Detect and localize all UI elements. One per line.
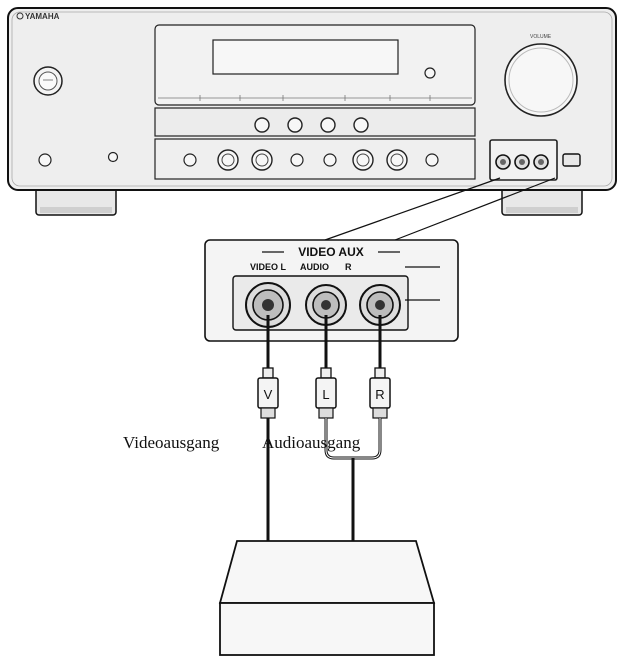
audio-l-jack-core [321, 300, 331, 310]
source-device [218, 540, 436, 656]
front-jack-audio-l-core [519, 159, 525, 165]
volume-label: VOLUME [530, 34, 552, 40]
plug-audio-l [315, 367, 337, 419]
audio-r-jack-core [375, 300, 385, 310]
memory-button [424, 67, 436, 79]
device-front [219, 602, 435, 656]
speakers-button [38, 153, 52, 167]
input-knob-1-inner [356, 153, 370, 167]
control-strip [154, 138, 476, 180]
device-top [218, 540, 436, 604]
tone-knob-2 [287, 117, 303, 133]
audio-output-caption: Audioausgang [262, 433, 361, 452]
control-knob-4 [425, 153, 439, 167]
right-foot-shade [506, 207, 578, 213]
audio-label: AUDIO [300, 262, 329, 272]
callout-line-left [324, 177, 501, 241]
selector-knob-1 [217, 149, 239, 171]
video-output-caption: Videoausgang [123, 433, 220, 452]
video-aux-panel: VIDEO AUX VIDEO L AUDIO R [204, 239, 459, 342]
control-knob-1 [183, 153, 197, 167]
input-knob-1 [352, 149, 374, 171]
front-jack-video-core [500, 159, 506, 165]
brand-logo-icon [16, 12, 24, 20]
tone-knob-1 [254, 117, 270, 133]
tone-strip [154, 107, 476, 137]
display-window [212, 39, 399, 75]
cables: V L R [257, 315, 391, 545]
selector-knob-1-inner [221, 153, 235, 167]
av-receiver: YAMAHA [7, 7, 617, 216]
selector-knob-2 [251, 149, 273, 171]
aux-panel-title: VIDEO AUX [298, 245, 364, 259]
receiver-inner-edge [11, 11, 613, 187]
video-jack-core [262, 299, 274, 311]
plate-decor-lines [405, 266, 440, 301]
brand-label: YAMAHA [25, 12, 60, 21]
volume-knob-ring [508, 47, 574, 113]
volume-knob [504, 43, 578, 117]
input-knob-2-inner [390, 153, 404, 167]
plug-video [257, 367, 279, 419]
left-foot-shade [40, 207, 112, 213]
front-jack-audio-r-core [538, 159, 544, 165]
control-knob-2 [290, 153, 304, 167]
plug-audio-l-letter: L [322, 387, 329, 402]
selector-knob-2-inner [255, 153, 269, 167]
plug-audio-r-letter: R [375, 387, 384, 402]
plug-video-letter: V [264, 387, 273, 402]
input-knob-2 [386, 149, 408, 171]
control-knob-3 [323, 153, 337, 167]
usb-port [562, 153, 581, 167]
tone-knob-3 [320, 117, 336, 133]
headphones-jack [107, 151, 119, 163]
callout-line-right [394, 177, 556, 241]
video-l-label: VIDEO L [250, 262, 287, 272]
audio-r-label: R [345, 262, 352, 272]
tone-knob-4 [353, 117, 369, 133]
plug-audio-r [369, 367, 391, 419]
power-button-inner [38, 71, 58, 91]
